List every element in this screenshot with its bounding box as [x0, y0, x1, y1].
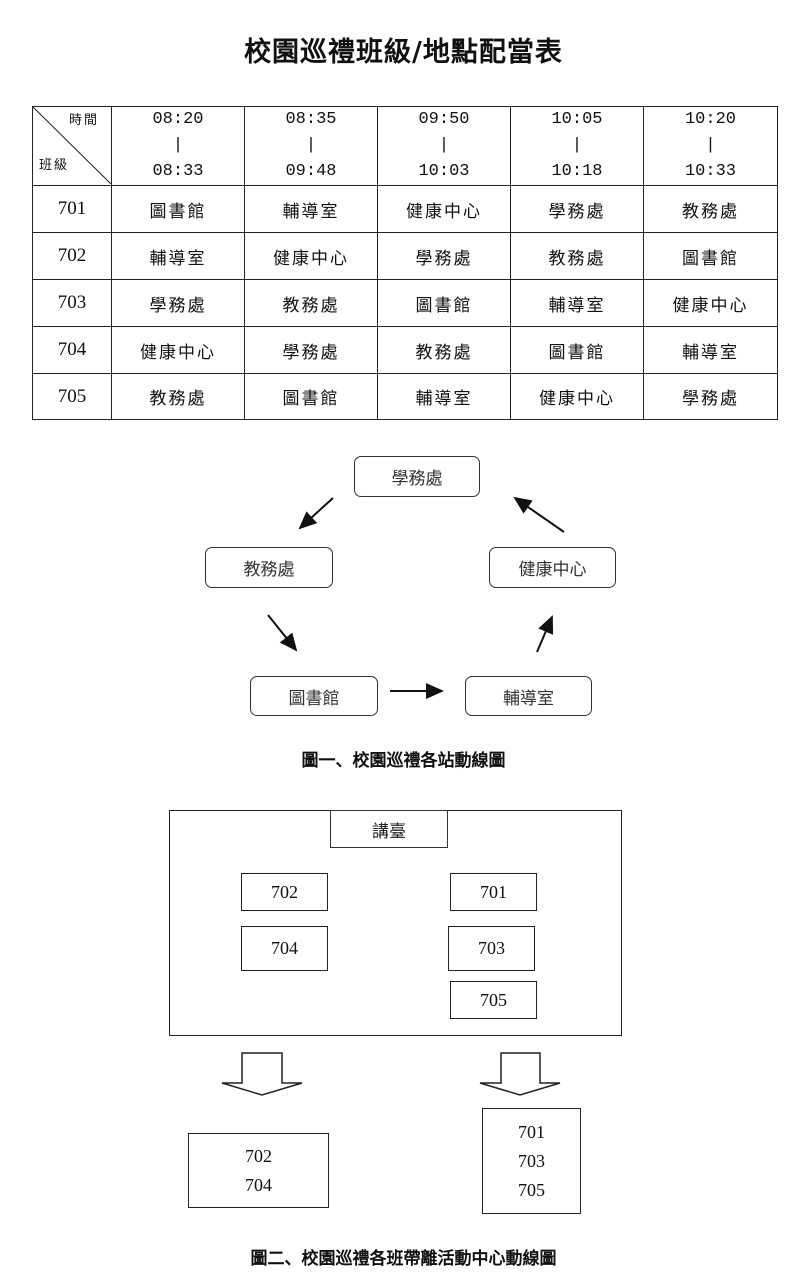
class-cell: 701	[32, 185, 112, 233]
arrow-icon	[513, 496, 565, 533]
schedule-table: 時間 班級 08:20|08:33 08:35|09:48 09:50|10:0…	[32, 106, 778, 420]
location-cell: 圖書館	[643, 232, 778, 280]
location-cell: 圖書館	[244, 373, 378, 420]
corner-class-label: 班級	[39, 158, 70, 173]
location-cell: 教務處	[377, 326, 511, 374]
seat-702: 702	[241, 873, 328, 911]
arrow-icon	[267, 614, 298, 652]
location-cell: 教務處	[643, 185, 778, 233]
station-counseling: 輔導室	[465, 676, 592, 716]
hollow-down-arrow-icon	[479, 1052, 561, 1096]
station-library: 圖書館	[250, 676, 378, 716]
location-cell: 學務處	[377, 232, 511, 280]
time-slot-4: 10:05 | 10:18	[510, 106, 644, 186]
location-cell: 學務處	[510, 185, 644, 233]
start: 10:20	[684, 110, 736, 129]
location-cell: 圖書館	[111, 185, 245, 233]
sep: |	[705, 136, 716, 155]
diagonal-line	[33, 107, 111, 184]
sep: |	[305, 136, 317, 155]
location-cell: 學務處	[643, 373, 778, 420]
stage-box: 講臺	[330, 810, 448, 848]
sep: |	[438, 136, 450, 155]
class-label: 705	[518, 1179, 545, 1200]
end: 10:33	[684, 162, 736, 181]
location-cell: 健康中心	[510, 373, 644, 420]
seat-701: 701	[450, 873, 537, 911]
seat-703: 703	[448, 926, 535, 971]
class-cell: 704	[32, 326, 112, 374]
location-cell: 教務處	[244, 279, 378, 327]
page-title: 校園巡禮班級/地點配當表	[244, 37, 563, 68]
location-cell: 學務處	[111, 279, 245, 327]
start: 08:35	[285, 110, 337, 129]
hollow-down-arrow-icon	[221, 1052, 303, 1096]
seat-704: 704	[241, 926, 328, 971]
class-cell: 703	[32, 279, 112, 327]
exit-group-left: 702 704	[188, 1133, 329, 1208]
location-cell: 輔導室	[244, 185, 378, 233]
figure2-caption: 圖二、校園巡禮各班帶離活動中心動線圖	[250, 1249, 557, 1269]
end: 10:03	[418, 162, 470, 181]
time-slot-2: 08:35 | 09:48	[244, 106, 378, 186]
end: 09:48	[285, 162, 337, 181]
station-student-affairs: 學務處	[354, 456, 480, 497]
location-cell: 學務處	[244, 326, 378, 374]
corner-time-label: 時間	[68, 113, 99, 128]
start: 10:05	[551, 110, 603, 129]
class-label: 702	[245, 1145, 272, 1166]
end: 08:33	[152, 162, 204, 181]
sep: |	[172, 136, 184, 155]
class-label: 701	[518, 1121, 545, 1142]
time-slot-5: 10:20 | 10:33	[643, 106, 778, 186]
class-cell: 702	[32, 232, 112, 280]
location-cell: 教務處	[111, 373, 245, 420]
station-academic-affairs: 教務處	[205, 547, 333, 588]
seat-705: 705	[450, 981, 537, 1019]
arrow-icon	[536, 615, 554, 653]
location-cell: 教務處	[510, 232, 644, 280]
figure1-caption: 圖一、校園巡禮各站動線圖	[301, 751, 506, 771]
exit-group-right: 701 703 705	[482, 1108, 581, 1214]
class-label: 704	[245, 1174, 272, 1195]
sep: |	[571, 136, 583, 155]
arrow-icon	[298, 497, 334, 530]
corner-header: 時間 班級	[32, 106, 112, 186]
location-cell: 輔導室	[111, 232, 245, 280]
class-label: 703	[518, 1150, 545, 1171]
start: 08:20	[152, 110, 204, 129]
location-cell: 輔導室	[377, 373, 511, 420]
end: 10:18	[551, 162, 603, 181]
station-health-center: 健康中心	[489, 547, 616, 588]
time-slot-3: 09:50 | 10:03	[377, 106, 511, 186]
start: 09:50	[418, 110, 470, 129]
class-cell: 705	[32, 373, 112, 420]
location-cell: 健康中心	[111, 326, 245, 374]
